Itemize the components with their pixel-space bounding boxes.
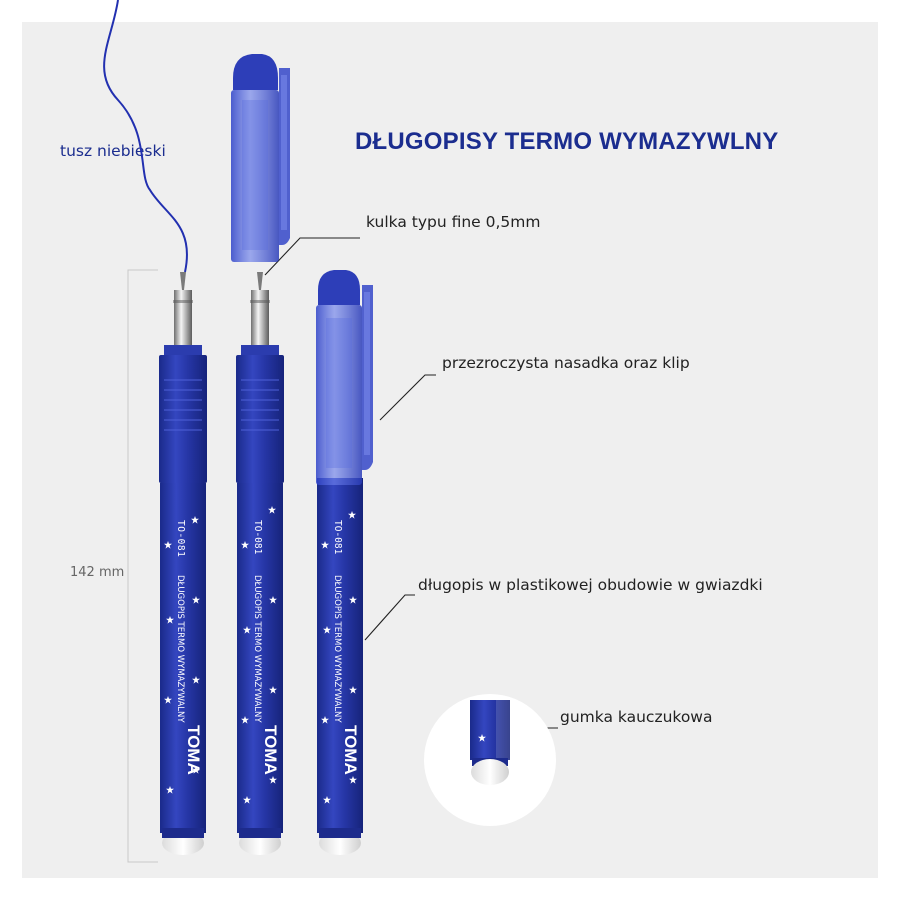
pointer-lines xyxy=(264,237,558,773)
length-bracket xyxy=(127,269,158,863)
pen-print-text: DŁUGOPIS TERMO WYMAZYWALNY xyxy=(252,575,262,723)
pen-3: TO-081 DŁUGOPIS TERMO WYMAZYWALNY TOMA xyxy=(316,270,373,855)
pen-2: TO-081 DŁUGOPIS TERMO WYMAZYWALNY TOMA xyxy=(236,272,284,855)
pen-print-model: TO-081 xyxy=(252,520,263,555)
length-label: 142 mm xyxy=(70,565,125,580)
pen-print-text: DŁUGOPIS TERMO WYMAZYWALNY xyxy=(175,575,185,723)
pen-3-cap xyxy=(316,270,373,485)
pen-print-brand: TOMA xyxy=(261,725,280,775)
pen-print-brand: TOMA xyxy=(184,725,203,775)
ink-line xyxy=(103,0,188,273)
pen-print-model: TO-081 xyxy=(175,520,186,557)
eraser-detail xyxy=(424,694,556,826)
body-label: długopis w plastikowej obudowie w gwiazd… xyxy=(418,576,763,594)
pen-print-model: TO-081 xyxy=(332,520,343,555)
eraser-label: gumka kauczukowa xyxy=(560,708,713,726)
page-title: DŁUGOPISY TERMO WYMAZYWLNY xyxy=(355,128,779,155)
ink-label: tusz niebieski xyxy=(60,142,166,160)
cap-label: przezroczysta nasadka oraz klip xyxy=(442,354,690,372)
separate-cap xyxy=(231,54,290,262)
pen-print-text: DŁUGOPIS TERMO WYMAZYWALNY xyxy=(332,575,342,723)
pen-print-brand: TOMA xyxy=(341,725,360,775)
pen-1-print: TO-081 xyxy=(175,520,186,557)
pen-1: TO-081 DŁUGOPIS TERMO WYMAZYWALNY TOMA xyxy=(159,272,207,855)
ball-label: kulka typu fine 0,5mm xyxy=(366,213,541,231)
